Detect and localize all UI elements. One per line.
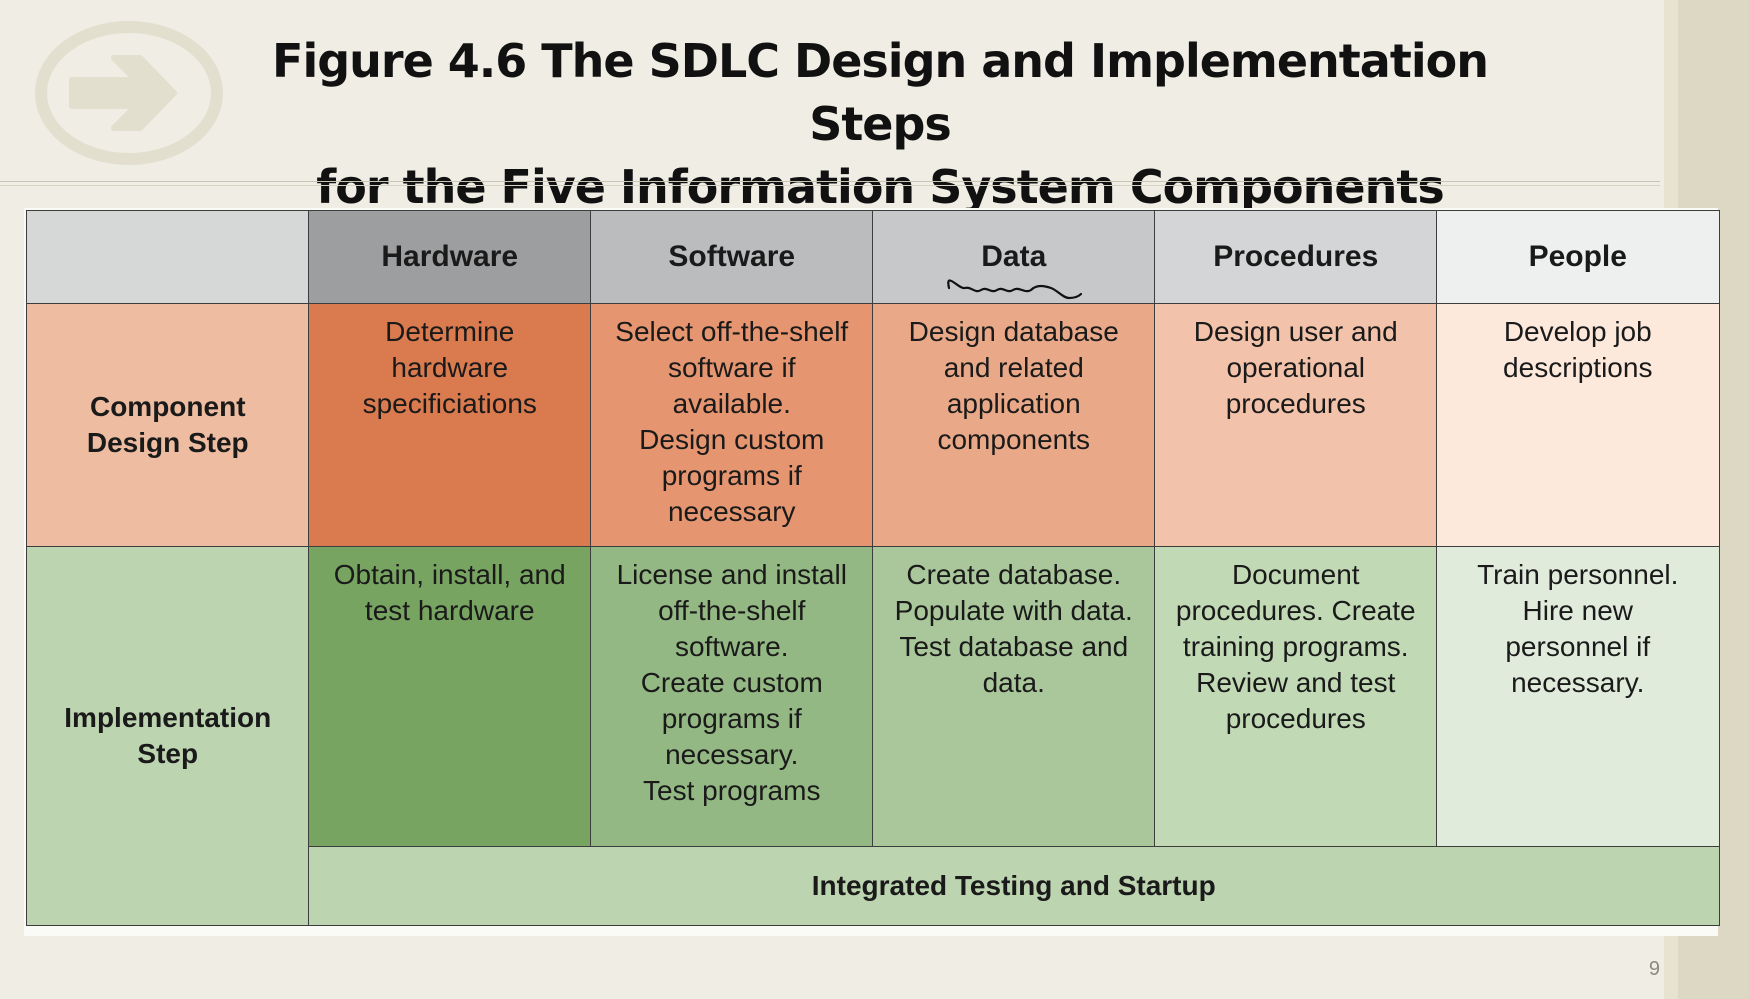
- cell-text-line: Populate with data.: [894, 595, 1133, 626]
- cell-text-line: Create database.: [906, 559, 1122, 590]
- header-procedures: Procedures: [1154, 210, 1438, 305]
- cell-text-line: Obtain, install, and: [333, 559, 566, 590]
- cell-text-line: Test programs: [643, 775, 821, 806]
- implementation-cell-data: Create database. Populate with data. Test …: [872, 546, 1156, 848]
- cell-text-line: application: [946, 388, 1081, 419]
- slide-title: Figure 4.6 The SDLC Design and Implement…: [240, 30, 1520, 219]
- cell-text-line: Create custom: [640, 667, 823, 698]
- design-cell-data: Design database and related application com…: [872, 303, 1156, 548]
- header-people: People: [1436, 210, 1720, 305]
- handwritten-squiggle-mark: [945, 268, 1085, 304]
- cell-text-line: data.: [982, 667, 1045, 698]
- cell-text-line: hardware: [391, 352, 509, 383]
- implementation-cell-people: Train personnel. Hire new personnel if nece…: [1436, 546, 1720, 848]
- cell-text-line: test hardware: [364, 595, 535, 626]
- header-corner: [26, 210, 310, 305]
- design-cell-software: Select off-the-shelf software if available…: [590, 303, 874, 548]
- header-software: Software: [590, 210, 874, 305]
- cell-text-line: necessary.: [665, 739, 799, 770]
- cell-text-line: and related: [943, 352, 1084, 383]
- cell-text-line: specificiations: [362, 388, 537, 419]
- cell-text-line: available.: [672, 388, 791, 419]
- cell-text-line: software.: [674, 631, 789, 662]
- slide-title-line2: for the Five Information System Componen…: [316, 160, 1444, 214]
- cell-text-line: personnel if: [1505, 631, 1651, 662]
- arrow-right-circle-icon: [34, 20, 224, 166]
- cell-text-line: Design custom: [639, 424, 825, 455]
- cell-text-line: Hire new: [1522, 595, 1633, 626]
- cell-text-line: procedures: [1225, 388, 1366, 419]
- cell-text-line: training programs.: [1182, 631, 1409, 662]
- design-cell-hardware: Determine hardware specificiations: [308, 303, 592, 548]
- cell-text-line: operational: [1226, 352, 1366, 383]
- cell-text-line: programs if: [661, 460, 802, 491]
- implementation-cell-software: License and install off-the-shelf software…: [590, 546, 874, 848]
- cell-text-line: Design Step: [86, 427, 249, 459]
- cell-text-line: necessary: [667, 496, 796, 527]
- cell-text-line: Train personnel.: [1477, 559, 1679, 590]
- cell-text-line: procedures: [1225, 703, 1366, 734]
- cell-text-line: Step: [137, 737, 199, 769]
- implementation-cell-procedures: Document procedures. Create training progr…: [1154, 546, 1438, 848]
- title-divider-secondary: [0, 185, 1660, 186]
- cell-text-line: Design user and: [1193, 316, 1398, 347]
- header-hardware: Hardware: [308, 210, 592, 305]
- cell-text-line: components: [937, 424, 1091, 455]
- title-divider: [0, 181, 1660, 182]
- cell-text-line: Determine: [385, 316, 515, 347]
- cell-text-line: Document: [1231, 559, 1360, 590]
- cell-text-line: Design database: [908, 316, 1119, 347]
- cell-text-line: License and install: [616, 559, 847, 590]
- page-number: 9: [1648, 958, 1660, 980]
- cell-text-line: Component: [89, 391, 246, 423]
- cell-text-line: programs if: [661, 703, 802, 734]
- cell-text-line: software if: [667, 352, 796, 383]
- design-cell-people: Develop job descriptions: [1436, 303, 1720, 548]
- cell-text-line: off-the-shelf: [658, 595, 806, 626]
- cell-text-line: Select off-the-shelf: [615, 316, 849, 347]
- cell-text-line: Develop job: [1503, 316, 1652, 347]
- design-cell-procedures: Design user and operational procedures: [1154, 303, 1438, 548]
- cell-text-line: Test database and: [899, 631, 1129, 662]
- implementation-cell-hardware: Obtain, install, and test hardware: [308, 546, 592, 848]
- integrated-testing-row: Integrated Testing and Startup: [308, 846, 1720, 926]
- cell-text-line: Implementation: [64, 701, 272, 733]
- slide-title-line1: Figure 4.6 The SDLC Design and Implement…: [272, 34, 1489, 151]
- cell-text-line: Review and test: [1196, 667, 1396, 698]
- cell-text-line: descriptions: [1503, 352, 1653, 383]
- cell-text-line: procedures. Create: [1175, 595, 1416, 626]
- cell-text-line: necessary.: [1511, 667, 1645, 698]
